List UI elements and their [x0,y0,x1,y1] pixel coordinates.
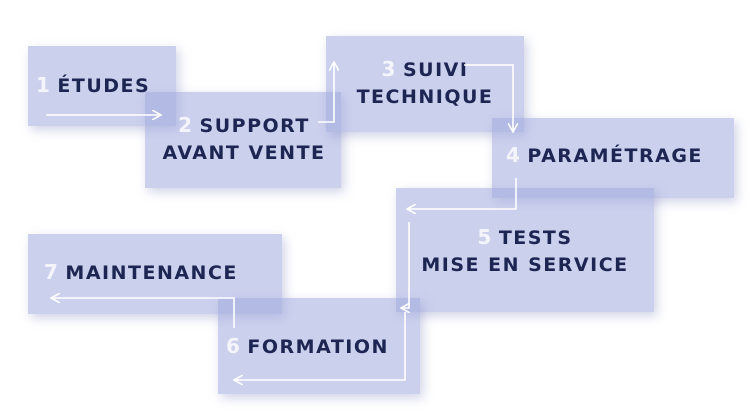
step-number-1: 1 [36,73,52,97]
step-text-5a: TESTS [498,227,573,249]
arrow-4-to-5 [408,178,517,209]
step-number-3: 3 [381,57,397,81]
arrow-6-to-7 [52,298,235,328]
arrow-2-to-3 [318,63,334,123]
step-text-7: MAINTENANCE [65,262,238,284]
step-text-2b: AVANT VENTE [162,142,326,164]
arrow-5-to-6 [402,222,409,308]
arrow-3-to-4 [464,64,513,131]
step-box-6 [218,298,420,394]
step-box-3 [326,36,524,132]
step-number-2: 2 [178,113,194,137]
step-number-4: 4 [506,143,522,167]
step-text-3a: SUIVI [402,59,469,81]
arrow-6-to-6b [235,312,406,380]
step-number-6: 6 [226,334,242,358]
step-text-4: PARAMÉTRAGE [527,145,703,167]
step-box-2 [145,92,341,188]
step-text-6: FORMATION [247,336,389,358]
step-number-7: 7 [44,260,60,284]
step-text-1: ÉTUDES [57,75,151,97]
step-text-3b: TECHNIQUE [356,86,494,108]
step-number-5: 5 [477,225,493,249]
step-text-2a: SUPPORT [199,115,310,137]
step-text-5b: MISE EN SERVICE [421,254,629,276]
step-box-4 [492,118,734,198]
